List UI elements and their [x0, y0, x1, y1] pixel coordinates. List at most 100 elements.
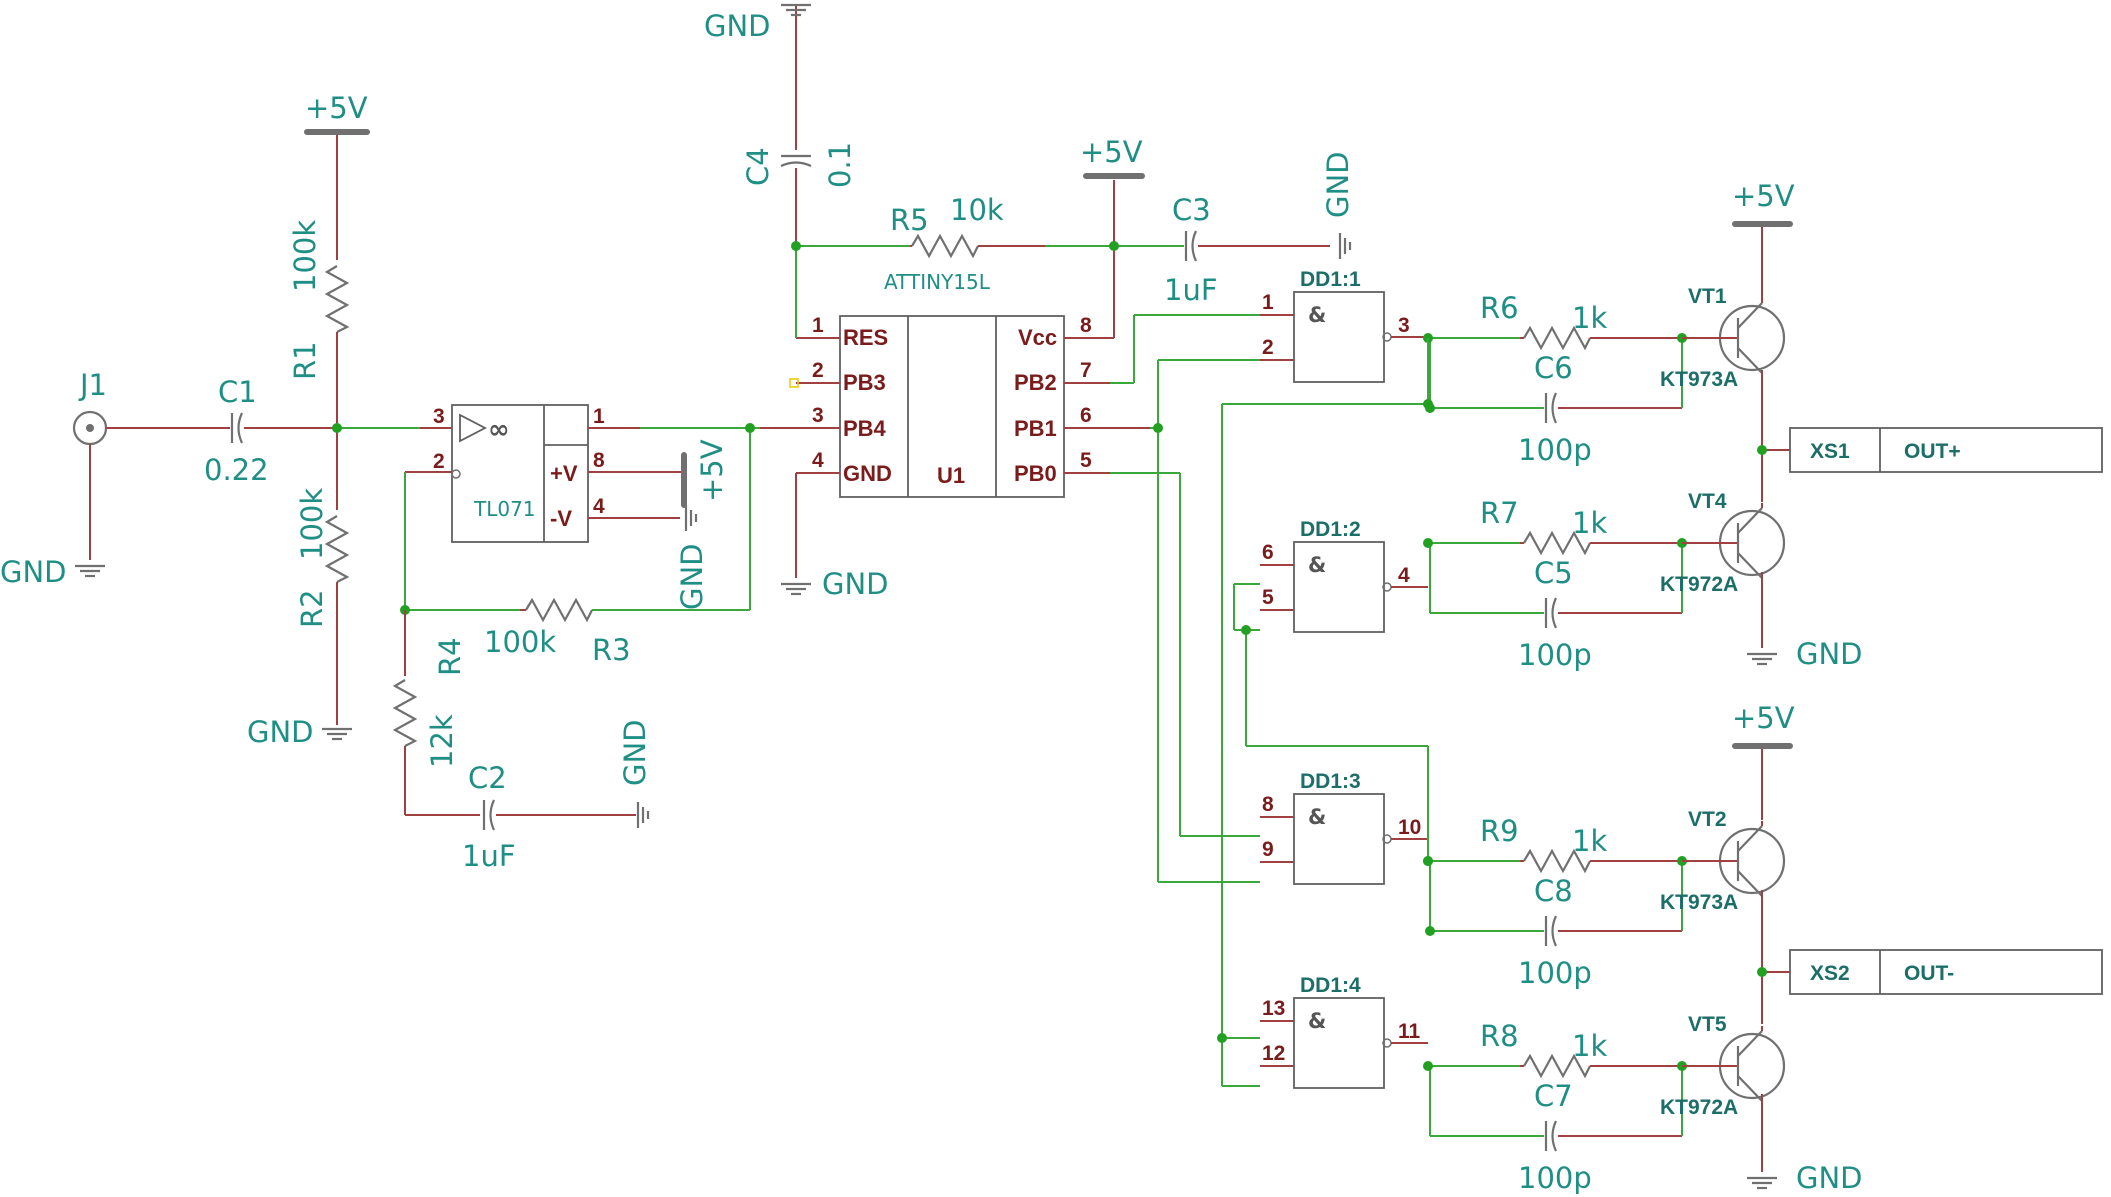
xs2-label: OUT- — [1904, 962, 1954, 985]
opamp-pin-1: 1 — [593, 405, 605, 428]
mcu-attiny15l: ATTINY15L U1 RES PB3 PB4 GND Vcc PB2 PB1… — [760, 246, 1150, 601]
gate-pin-a: 13 — [1262, 997, 1285, 1020]
c3-ref: C3 — [1172, 193, 1211, 227]
r1-ref: R1 — [288, 341, 322, 380]
gate-and-symbol: & — [1308, 303, 1326, 327]
gate-pin-out: 4 — [1398, 564, 1410, 587]
stage-c-value: 100p — [1518, 956, 1592, 990]
mcu-part: ATTINY15L — [884, 270, 991, 294]
opamp-gnd-label: GND — [675, 544, 709, 611]
svg-text:∞: ∞ — [488, 415, 510, 445]
c1-ref: C1 — [218, 375, 257, 409]
xs1-connector: XS1 OUT+ — [1789, 427, 2103, 473]
gate-ref: DD1:2 — [1300, 518, 1361, 541]
gate-ref: DD1:3 — [1300, 770, 1361, 793]
stage-c-value: 100p — [1518, 433, 1592, 467]
transistor-part: KT972A — [1660, 1096, 1738, 1119]
vt5-gnd-label: GND — [1796, 1161, 1863, 1195]
opamp-pin-3: 3 — [433, 405, 445, 428]
transistor-ref: VT2 — [1688, 808, 1727, 831]
opamp-vneg-label: -V — [550, 506, 572, 531]
mcu-pinnum-3: 3 — [812, 404, 824, 427]
vt2-vcc-label: +5V — [1732, 701, 1795, 735]
mcu-gnd-label: GND — [822, 567, 889, 601]
gate-pin-out: 3 — [1398, 314, 1410, 337]
opamp-pin-2: 2 — [433, 450, 445, 473]
xs1-ref: XS1 — [1810, 440, 1850, 463]
vcc-top-label: +5V — [1080, 135, 1143, 169]
r5-value: 10k — [950, 193, 1004, 227]
output-network: +5V GND +5V GND XS1 OUT+ XS2 OUT- — [1732, 179, 2103, 1195]
r3-ref: R3 — [592, 633, 631, 667]
gate-and-symbol: & — [1308, 805, 1326, 829]
stage-r-value: 1k — [1572, 824, 1607, 858]
mcu-gate-wiring — [1110, 314, 1260, 883]
mcu-supply-network: GND C4 0.1 R5 10k +5V C3 1uF GN — [704, 3, 1355, 339]
r1-value: 100k — [288, 220, 322, 292]
gate-pin-b: 2 — [1262, 336, 1274, 359]
r1-resistor: 100k R1 — [288, 220, 349, 380]
r2-ref: R2 — [295, 589, 329, 628]
vt4-gnd-label: GND — [1796, 637, 1863, 671]
j1-gnd-label: GND — [0, 555, 67, 589]
c3-capacitor: C3 1uF — [1164, 193, 1218, 307]
transistor-ref: VT4 — [1688, 490, 1727, 513]
opamp-pin-8: 8 — [593, 449, 605, 472]
c4-value: 0.1 — [823, 142, 857, 188]
mcu-pinnum-5: 5 — [1080, 449, 1092, 472]
inter-gate-wiring — [1217, 338, 1433, 1087]
mcu-pinnum-1: 1 — [812, 314, 824, 337]
r2-resistor: 100k R2 — [295, 488, 349, 628]
xs1-label: OUT+ — [1904, 440, 1961, 463]
transistor — [1682, 503, 1786, 583]
gate-pin-a: 1 — [1262, 291, 1274, 314]
gate-pin-out: 10 — [1398, 816, 1421, 839]
j1-connector: J1 GND — [0, 368, 108, 589]
mcu-pinnum-6: 6 — [1080, 404, 1092, 427]
stage-r-value: 1k — [1572, 1029, 1607, 1063]
stage-c-value: 100p — [1518, 638, 1592, 672]
r5-ref: R5 — [890, 203, 929, 237]
transistor-ref: VT1 — [1688, 285, 1727, 308]
gate-pin-out: 11 — [1398, 1020, 1421, 1043]
mcu-pin-pb2: PB2 — [1014, 370, 1057, 395]
mcu-pinnum-8: 8 — [1080, 314, 1092, 337]
opamp-tl071: ∞ TL071 +V -V 3 2 1 8 +5V 4 GND — [405, 404, 760, 611]
c2-capacitor: C2 1uF — [462, 761, 516, 873]
gate-and-symbol: & — [1308, 553, 1326, 577]
gate-pin-b: 5 — [1262, 586, 1274, 609]
r4-ref: R4 — [433, 637, 467, 676]
xs2-ref: XS2 — [1810, 962, 1850, 985]
gate-and-symbol: & — [1308, 1009, 1326, 1033]
opamp-part: TL071 — [473, 497, 536, 521]
mcu-pin-pb4: PB4 — [843, 416, 887, 441]
transistor-part: KT972A — [1660, 573, 1738, 596]
mcu-pin-pb3: PB3 — [843, 370, 886, 395]
transistor — [1682, 821, 1786, 901]
c4-ref: C4 — [741, 147, 775, 186]
mcu-pin-gnd: GND — [843, 461, 892, 486]
r2-value: 100k — [295, 488, 329, 560]
mcu-pin-pb1: PB1 — [1014, 416, 1057, 441]
gate-ref: DD1:4 — [1300, 974, 1361, 997]
input-section: J1 GND C1 0.22 +5V 100k R1 100k R2 — [0, 91, 420, 749]
c4-capacitor: C4 0.1 — [741, 142, 857, 188]
transistor — [1682, 298, 1786, 378]
mcu-pinnum-2: 2 — [812, 359, 824, 382]
opamp-pin-4: 4 — [593, 495, 605, 518]
mcu-pinnum-7: 7 — [1080, 359, 1092, 382]
mcu-ref: U1 — [937, 463, 965, 488]
stage-r-value: 1k — [1572, 506, 1607, 540]
mcu-pin-pb0: PB0 — [1014, 461, 1057, 486]
stage-c-ref: C5 — [1534, 556, 1573, 590]
feedback-network: 100k R3 R4 12k C2 1uF GND — [393, 423, 755, 873]
r1-vcc-label: +5V — [305, 91, 368, 125]
stage-r-ref: R9 — [1480, 814, 1519, 848]
